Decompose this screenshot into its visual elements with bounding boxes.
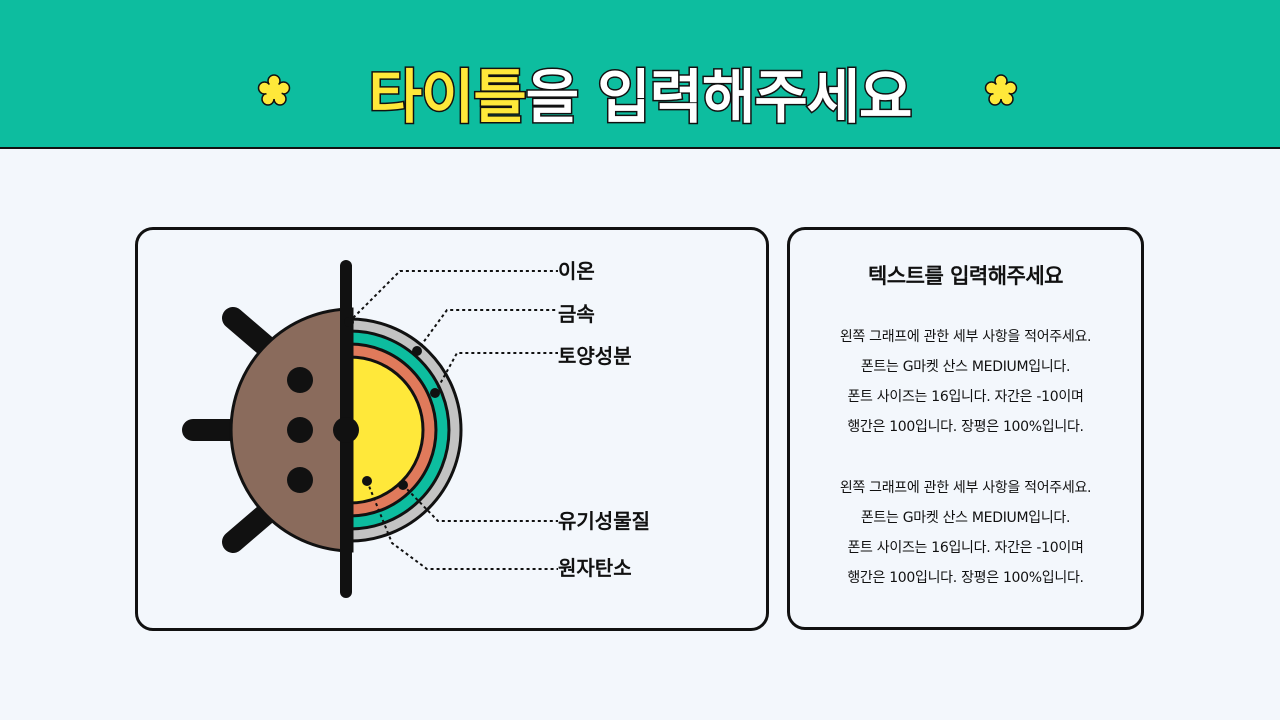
description-line: 행간은 100입니다. 장평은 100%입니다. (847, 419, 1084, 435)
leader-dots (344, 317, 440, 490)
label-ion: 이온 (558, 259, 595, 283)
text-card: 텍스트를 입력해주세요 왼쪽 그래프에 관한 세부 사항을 적어주세요. 폰트는… (787, 227, 1144, 630)
diagram-card: 이온 금속 토양성분 유기성물질 원자탄소 (135, 227, 769, 631)
ring-layers (348, 317, 463, 543)
description-line: 폰트 사이즈는 16입니다. 자간은 -10이며 (847, 389, 1084, 405)
page-title: 타이틀을 입력해주세요 (0, 58, 1280, 136)
soil-particle-diagram (182, 260, 558, 598)
description-line: 왼쪽 그래프에 관한 세부 사항을 적어주세요. (839, 480, 1092, 496)
label-carbon: 원자탄소 (558, 556, 632, 580)
label-organic: 유기성물질 (558, 509, 650, 533)
description-line: 폰트는 G마켓 산스 MEDIUM입니다. (860, 359, 1071, 375)
description-paragraph: 왼쪽 그래프에 관한 세부 사항을 적어주세요. 폰트는 G마켓 산스 MEDI… (790, 322, 1141, 442)
description-line: 폰트는 G마켓 산스 MEDIUM입니다. (860, 510, 1071, 526)
description-line: 행간은 100입니다. 장평은 100%입니다. (847, 570, 1084, 586)
flower-star-icon (257, 74, 291, 106)
leader-lines (348, 270, 558, 570)
header-bar (0, 0, 1280, 149)
particle-pores (287, 367, 359, 493)
label-metal: 금속 (558, 302, 595, 326)
side-title: 텍스트를 입력해주세요 (867, 264, 1064, 288)
core-yellow (348, 355, 425, 505)
title-highlight: 타이틀 (367, 62, 528, 133)
title-rest: 을 입력해주세요 (524, 62, 914, 133)
description-paragraph: 왼쪽 그래프에 관한 세부 사항을 적어주세요. 폰트는 G마켓 산스 MEDI… (790, 473, 1141, 593)
description-line: 왼쪽 그래프에 관한 세부 사항을 적어주세요. (839, 329, 1092, 345)
label-soil: 토양성분 (558, 344, 632, 368)
flower-star-icon (984, 74, 1018, 106)
description-line: 폰트 사이즈는 16입니다. 자간은 -10이며 (847, 540, 1084, 556)
